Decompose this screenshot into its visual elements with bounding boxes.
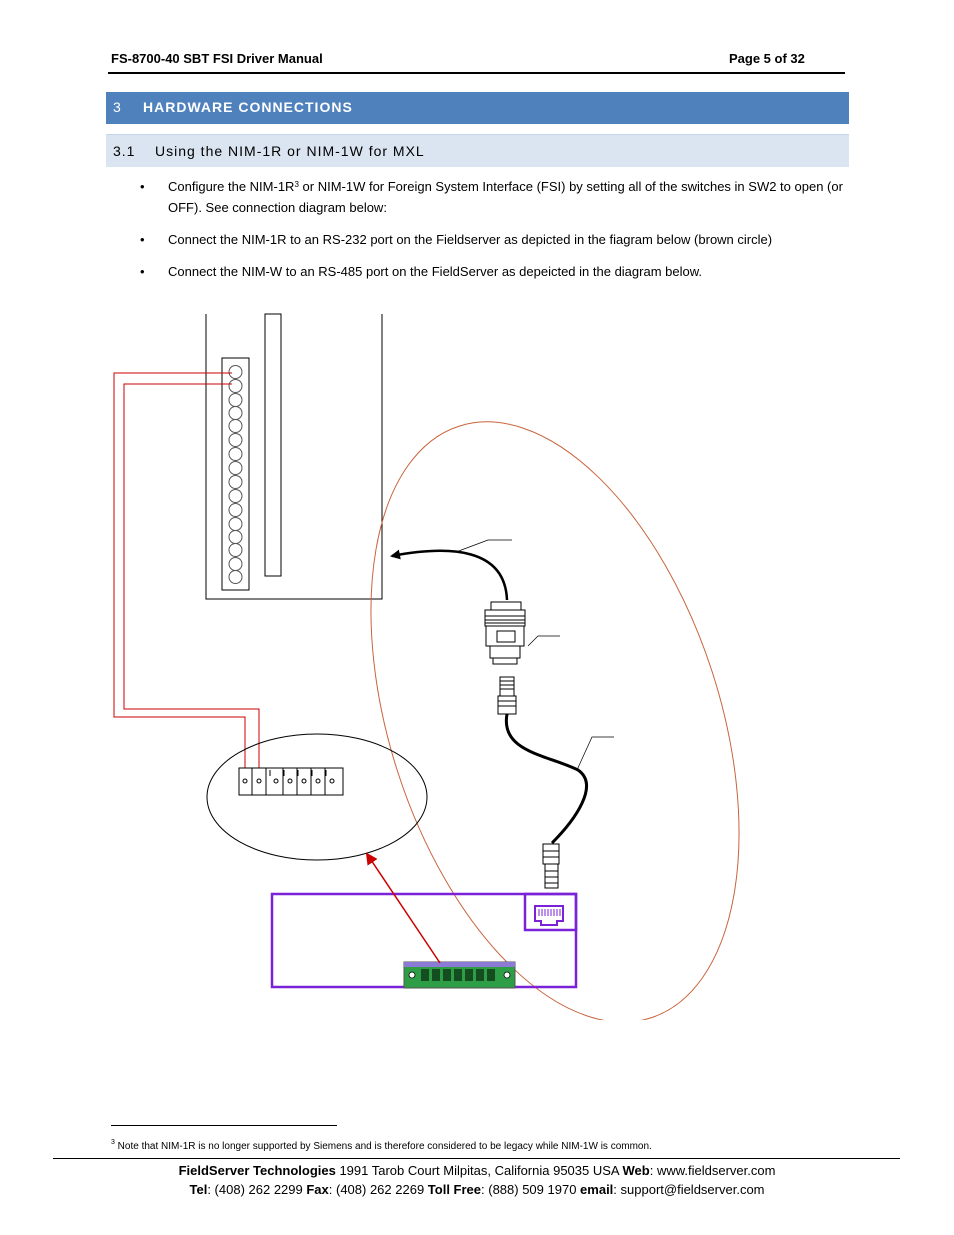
footer-tollfree-label: Toll Free [427, 1182, 482, 1197]
section-number: 3 [113, 99, 122, 115]
subsection-number: 3.1 [113, 143, 136, 159]
footer-line-contact: Tel: (408) 262 2299 Fax: (408) 262 2269 … [0, 1182, 954, 1197]
connection-diagram [113, 313, 740, 1020]
rj45-plug-bottom [542, 843, 560, 889]
section-heading: 3 HARDWARE CONNECTIONS [106, 92, 849, 124]
bullet-icon: • [140, 232, 145, 247]
footer-web-link[interactable]: : www.fieldserver.com [649, 1163, 776, 1178]
list-item-text: Connect the NIM-W to an RS-485 port on t… [168, 264, 703, 279]
footer-email-link[interactable]: : support@fieldserver.com [613, 1182, 765, 1197]
section-title: HARDWARE CONNECTIONS [143, 99, 353, 115]
footnote-rule [111, 1125, 337, 1126]
footer-email-label: email [580, 1182, 614, 1197]
header-page-number: Page 5 of 32 [729, 51, 805, 66]
footer-web-label: Web [622, 1163, 650, 1178]
list-item-text: Configure the NIM-1R [168, 179, 295, 194]
footer-company-label: FieldServer Technologies [178, 1163, 336, 1178]
footnote-mark: 3 [111, 1139, 115, 1146]
leader-lines [455, 539, 614, 771]
list-item: • Connect the NIM-W to an RS-485 port on… [140, 261, 848, 282]
nim-terminal-strip [221, 357, 250, 591]
rs485-wires [113, 372, 260, 775]
footer-fax-label: Fax [306, 1182, 329, 1197]
list-item: • Configure the NIM-1R3 or NIM-1W for Fo… [140, 176, 848, 218]
footer-rule [53, 1158, 900, 1159]
footnote: 3 Note that NIM-1R is no longer supporte… [111, 1139, 652, 1152]
rs485-terminal-detail [238, 767, 344, 796]
instruction-list: • Configure the NIM-1R3 or NIM-1W for Fo… [140, 176, 848, 293]
header-title: FS-8700-40 SBT FSI Driver Manual [111, 51, 323, 66]
footer-line-company: FieldServer Technologies 1991 Tarob Cour… [0, 1163, 954, 1178]
rs485-detail-arrow [365, 852, 441, 964]
header-rule [108, 72, 845, 74]
bullet-icon: • [140, 264, 145, 279]
bullet-icon: • [140, 179, 145, 194]
ethernet-cable [504, 713, 588, 845]
db9-adapter [484, 601, 526, 665]
subsection-heading: 3.1 Using the NIM-1R or NIM-1W for MXL [106, 134, 849, 167]
ethernet-port-icon [534, 905, 564, 926]
list-item-text: or NIM-1W for Foreign System Interface (… [168, 179, 843, 215]
rs232-highlight-circle [370, 421, 740, 1020]
rs232-connection-arrow [390, 549, 509, 601]
footer-tel: : (408) 262 2299 [207, 1182, 307, 1197]
fieldserver-terminal-block [403, 961, 516, 989]
footnote-text: Note that NIM-1R is no longer supported … [114, 1141, 652, 1152]
nim-board [205, 313, 383, 600]
rs485-detail-circle [206, 733, 428, 861]
footnote-reference[interactable]: 3 [294, 180, 299, 189]
list-item: • Connect the NIM-1R to an RS-232 port o… [140, 229, 848, 250]
subsection-title: Using the NIM-1R or NIM-1W for MXL [155, 143, 425, 159]
footer-address: 1991 Tarob Court Milpitas, California 95… [335, 1163, 623, 1178]
list-item-text: Connect the NIM-1R to an RS-232 port on … [168, 232, 773, 247]
footer-fax: : (408) 262 2269 [328, 1182, 428, 1197]
footer-tel-label: Tel [189, 1182, 208, 1197]
rj45-plug-top [497, 676, 517, 715]
footer-tollfree: : (888) 509 1970 [481, 1182, 581, 1197]
